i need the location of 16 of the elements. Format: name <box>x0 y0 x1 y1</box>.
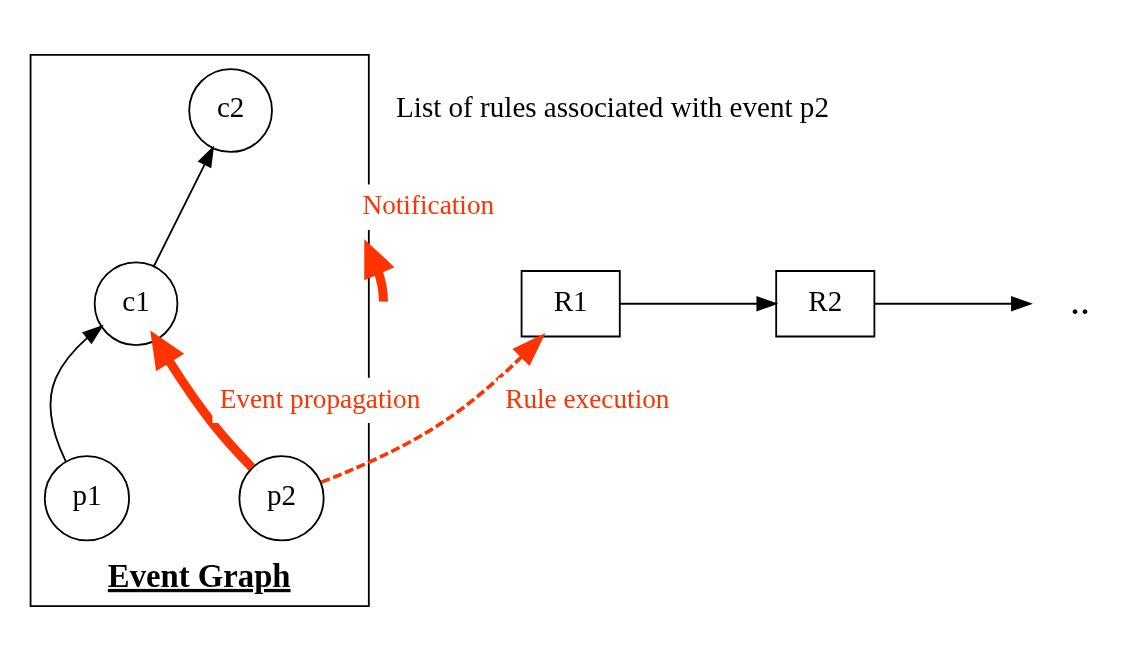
node-circle: p1 <box>43 454 130 541</box>
node-circle: p2 <box>238 454 325 541</box>
node-box: R2 <box>775 269 876 337</box>
label: List of rules associated with event p2 <box>396 90 829 123</box>
edge-label: Rule execution <box>505 383 670 414</box>
arrow <box>49 324 104 462</box>
arrow <box>873 295 1033 311</box>
arrow <box>152 144 215 267</box>
arrow <box>619 295 779 311</box>
node-circle: c2 <box>188 67 273 153</box>
node-text: .. <box>1069 277 1090 323</box>
node-box: R1 <box>520 269 621 337</box>
arrow <box>150 329 256 471</box>
arrow <box>364 238 395 302</box>
node-circle: c1 <box>93 260 179 346</box>
arrow <box>320 332 546 484</box>
